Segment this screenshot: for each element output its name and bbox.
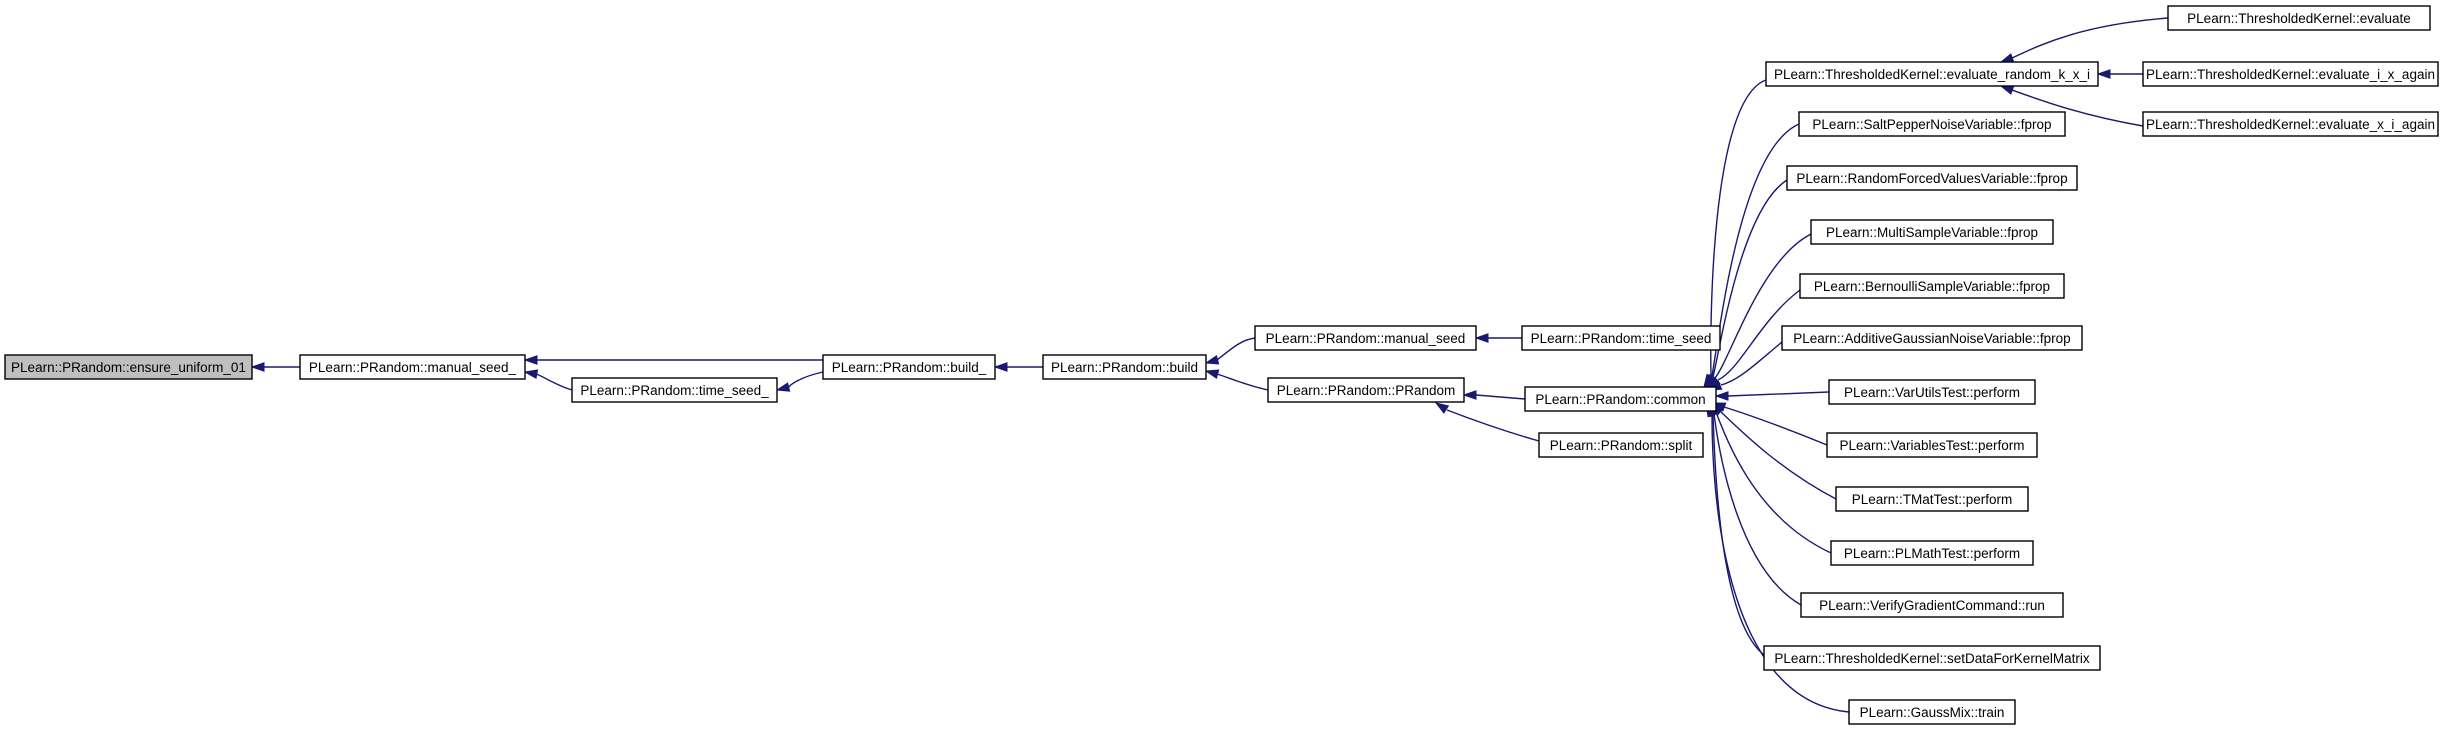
node-label: PLearn::ThresholdedKernel::setDataForKer… bbox=[1774, 651, 2089, 666]
edge-15 bbox=[1720, 341, 1783, 386]
node-setdataforkernelmatrix[interactable]: PLearn::ThresholdedKernel::setDataForKer… bbox=[1763, 645, 2101, 671]
node-common[interactable]: PLearn::PRandom::common bbox=[1524, 386, 1717, 412]
edge-22 bbox=[1711, 414, 1850, 713]
edge-6 bbox=[1216, 373, 1269, 391]
arrowhead-0 bbox=[250, 362, 265, 372]
edge-11 bbox=[1711, 123, 1800, 377]
node-ensure-uniform-01[interactable]: PLearn::PRandom::ensure_uniform_01 bbox=[4, 354, 253, 380]
arrowhead-7 bbox=[1474, 333, 1489, 343]
node-label: PLearn::SaltPepperNoiseVariable::fprop bbox=[1812, 117, 2051, 132]
node-label: PLearn::PRandom::time_seed_ bbox=[580, 383, 769, 398]
node-label: PLearn::VerifyGradientCommand::run bbox=[1819, 598, 2045, 613]
node-prandom-constructor[interactable]: PLearn::PRandom::PRandom bbox=[1267, 377, 1465, 403]
node-split[interactable]: PLearn::PRandom::split bbox=[1538, 432, 1704, 458]
node-time-seed[interactable]: PLearn::PRandom::time_seed bbox=[1521, 325, 1721, 351]
node-bernoulli-fprop[interactable]: PLearn::BernoulliSampleVariable::fprop bbox=[1799, 273, 2065, 299]
node-label: PLearn::PRandom::split bbox=[1550, 438, 1693, 453]
edge-2 bbox=[535, 373, 573, 391]
arrowhead-16 bbox=[1714, 391, 1729, 401]
node-evaluate-x-i-again[interactable]: PLearn::ThresholdedKernel::evaluate_x_i_… bbox=[2142, 111, 2439, 137]
arrowhead-24 bbox=[2096, 69, 2111, 79]
node-additivegaussian-fprop[interactable]: PLearn::AdditiveGaussianNoiseVariable::f… bbox=[1781, 325, 2083, 351]
node-label: PLearn::ThresholdedKernel::evaluate_i_x_… bbox=[2146, 67, 2435, 82]
node-label: PLearn::ThresholdedKernel::evaluate_x_i_… bbox=[2146, 117, 2435, 132]
node-label: PLearn::ThresholdedKernel::evaluate_rand… bbox=[1774, 67, 2090, 82]
node-label: PLearn::PLMathTest::perform bbox=[1844, 546, 2020, 561]
node-label: PLearn::MultiSampleVariable::fprop bbox=[1826, 225, 2038, 240]
arrowhead-1 bbox=[523, 355, 538, 365]
node-label: PLearn::VarUtilsTest::perform bbox=[1844, 385, 2020, 400]
node-label: PLearn::PRandom::ensure_uniform_01 bbox=[11, 360, 246, 375]
node-label: PLearn::AdditiveGaussianNoiseVariable::f… bbox=[1793, 331, 2070, 346]
edge-5 bbox=[1216, 337, 1256, 361]
node-label: PLearn::PRandom::manual_seed bbox=[1266, 331, 1466, 346]
node-randomforced-fprop[interactable]: PLearn::RandomForcedValuesVariable::fpro… bbox=[1786, 165, 2078, 191]
node-label: PLearn::PRandom::build bbox=[1051, 360, 1198, 375]
arrowhead-3 bbox=[775, 382, 791, 392]
node-label: PLearn::ThresholdedKernel::evaluate bbox=[2187, 11, 2411, 26]
edge-13 bbox=[1714, 233, 1812, 379]
node-label: PLearn::PRandom::common bbox=[1535, 392, 1705, 407]
node-time-seed-[interactable]: PLearn::PRandom::time_seed_ bbox=[571, 377, 778, 403]
edge-23 bbox=[2011, 17, 2169, 59]
node-evaluate-random-k-x-i[interactable]: PLearn::ThresholdedKernel::evaluate_rand… bbox=[1765, 61, 2099, 87]
edge-8 bbox=[1475, 394, 1526, 400]
node-variablestest-perform[interactable]: PLearn::VariablesTest::perform bbox=[1826, 432, 2038, 458]
arrowhead-23 bbox=[1999, 53, 2015, 63]
node-varutilstest-perform[interactable]: PLearn::VarUtilsTest::perform bbox=[1828, 379, 2036, 405]
node-evaluate-i-x-again[interactable]: PLearn::ThresholdedKernel::evaluate_i_x_… bbox=[2142, 61, 2439, 87]
node-saltpepper-fprop[interactable]: PLearn::SaltPepperNoiseVariable::fprop bbox=[1798, 111, 2066, 137]
node-plmathtest-perform[interactable]: PLearn::PLMathTest::perform bbox=[1830, 540, 2034, 566]
edge-12 bbox=[1712, 179, 1788, 378]
edge-25 bbox=[2011, 89, 2144, 127]
node-manual-seed[interactable]: PLearn::PRandom::manual_seed bbox=[1254, 325, 1477, 351]
node-label: PLearn::PRandom::manual_seed_ bbox=[309, 360, 517, 375]
node-evaluate[interactable]: PLearn::ThresholdedKernel::evaluate bbox=[2167, 5, 2431, 31]
node-label: PLearn::GaussMix::train bbox=[1860, 705, 2005, 720]
edge-16 bbox=[1727, 391, 1830, 397]
node-label: PLearn::PRandom::build_ bbox=[832, 360, 987, 375]
edge-19 bbox=[1715, 411, 1832, 554]
node-label: PLearn::BernoulliSampleVariable::fprop bbox=[1814, 279, 2050, 294]
edge-18 bbox=[1718, 409, 1837, 500]
node-multisample-fprop[interactable]: PLearn::MultiSampleVariable::fprop bbox=[1810, 219, 2054, 245]
edge-17 bbox=[1723, 406, 1828, 446]
edge-9 bbox=[1446, 409, 1540, 442]
arrowhead-5 bbox=[1204, 354, 1220, 365]
arrowhead-8 bbox=[1462, 390, 1477, 400]
arrowhead-25 bbox=[1999, 85, 2015, 95]
node-build-[interactable]: PLearn::PRandom::build_ bbox=[822, 354, 996, 380]
edge-3 bbox=[788, 371, 824, 388]
node-label: PLearn::PRandom::time_seed bbox=[1531, 331, 1712, 346]
arrowhead-4 bbox=[993, 362, 1008, 372]
node-manual-seed-[interactable]: PLearn::PRandom::manual_seed_ bbox=[299, 354, 526, 380]
node-label: PLearn::VariablesTest::perform bbox=[1839, 438, 2024, 453]
arrowhead-9 bbox=[1434, 402, 1450, 414]
node-verifygradient-run[interactable]: PLearn::VerifyGradientCommand::run bbox=[1800, 592, 2064, 618]
arrowhead-2 bbox=[523, 369, 539, 380]
node-label: PLearn::RandomForcedValuesVariable::fpro… bbox=[1796, 171, 2067, 186]
node-label: PLearn::PRandom::PRandom bbox=[1277, 383, 1456, 398]
edge-20 bbox=[1713, 413, 1802, 606]
edge-14 bbox=[1717, 289, 1801, 381]
node-label: PLearn::TMatTest::perform bbox=[1852, 492, 2013, 507]
node-gaussmix-train[interactable]: PLearn::GaussMix::train bbox=[1848, 699, 2016, 725]
node-tmattest-perform[interactable]: PLearn::TMatTest::perform bbox=[1835, 486, 2029, 512]
node-build[interactable]: PLearn::PRandom::build bbox=[1042, 354, 1207, 380]
arrowhead-6 bbox=[1204, 369, 1220, 380]
